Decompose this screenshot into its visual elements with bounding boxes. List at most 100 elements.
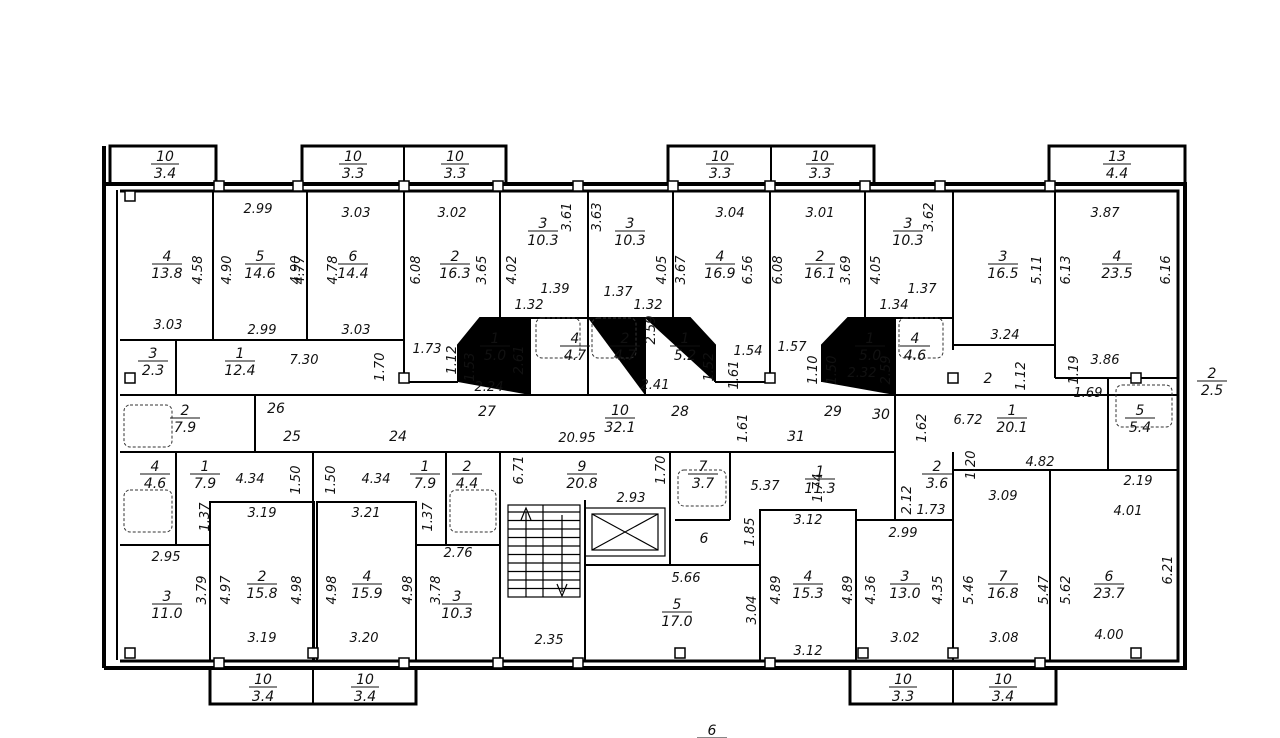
balcony-label: 103.4 (151, 149, 179, 182)
balcony-number: 10 (344, 149, 362, 165)
dimension-label: 3.21 (352, 506, 381, 521)
dimension-label: 4.97 (219, 575, 234, 605)
balcony-label: 103.4 (249, 672, 277, 705)
marker-label: 30 (872, 407, 890, 423)
dimension-label: 1.61 (727, 361, 742, 390)
room-area: 20.8 (566, 476, 597, 492)
room-number: 4 (571, 331, 580, 347)
room-area: 11.0 (151, 606, 182, 622)
room-number: 4 (804, 569, 813, 585)
column (572, 657, 584, 669)
balcony-area: 3.3 (892, 689, 914, 705)
dimension-label: 6.08 (409, 256, 424, 285)
room-area: 4.6 (144, 476, 166, 492)
column (398, 657, 410, 669)
room-area: 15.9 (351, 586, 382, 602)
room-label: 423.5 (1101, 249, 1132, 282)
marker-label: 26 (267, 401, 285, 417)
room-label: 24.7 (610, 331, 640, 364)
room-area: 16.3 (439, 266, 470, 282)
marker-label: 27 (478, 404, 496, 420)
room-area: 12.4 (224, 363, 255, 379)
dimension-label: 2.41 (641, 378, 670, 393)
column (667, 180, 679, 192)
room-label: 716.8 (987, 569, 1018, 602)
dimension-label: 3.61 (560, 203, 575, 232)
room-area: 13.8 (151, 266, 182, 282)
dimension-label: 1.32 (515, 298, 544, 313)
dimension-label: 6.16 (1159, 256, 1174, 285)
room-number: 1 (421, 459, 430, 475)
dimension-label: 1.50 (289, 466, 304, 495)
dimension-label: 3.04 (745, 596, 760, 625)
balcony-labels: 103.4103.3103.3103.3103.3134.4103.4103.4… (151, 149, 1131, 705)
dimension-label: 1.34 (880, 298, 909, 313)
room-number: 4 (1113, 249, 1122, 265)
dimension-label: 2.59 (644, 316, 659, 345)
dimension-label: 3.24 (991, 328, 1020, 343)
balcony-label: 103.3 (706, 149, 734, 182)
dimension-label: 2.99 (248, 323, 277, 338)
marker-label: 25 (283, 429, 301, 445)
room-number: 3 (626, 216, 635, 232)
room-area: 4.4 (456, 476, 478, 492)
dimension-label: 3.67 (674, 255, 689, 285)
balcony-label: 103.3 (339, 149, 367, 182)
column (764, 372, 776, 384)
room-label: 415.3 (792, 569, 823, 602)
dimension-label: 1.19 (1067, 356, 1082, 385)
room-label: 17.9 (190, 459, 220, 492)
dimension-label: 3.03 (342, 206, 371, 221)
column (947, 647, 959, 659)
dimension-label: 1.54 (734, 344, 763, 359)
room-number: 7 (699, 459, 708, 475)
room-area: 10.3 (527, 233, 558, 249)
dimension-label: 3.87 (1091, 206, 1121, 221)
marker-label: 2 (984, 371, 993, 387)
room-label: 112.4 (224, 346, 255, 379)
dimension-label: 3.79 (195, 576, 210, 605)
column (857, 647, 869, 659)
dimension-label: 2.35 (535, 633, 564, 648)
column (1034, 657, 1046, 669)
column (674, 647, 686, 659)
column (764, 180, 776, 192)
dimension-label: 3.12 (794, 513, 823, 528)
column (947, 372, 959, 384)
room-number: 6 (708, 723, 717, 738)
dimension-label: 4.90 (220, 256, 235, 285)
room-number: 4 (151, 459, 160, 475)
room-area: 5.2 (674, 348, 696, 364)
dimension-label: 2.19 (1124, 474, 1153, 489)
dimension-label: 1.69 (1074, 386, 1103, 401)
dimension-label: 6.13 (1059, 256, 1074, 285)
room-area: 2.5 (1201, 383, 1223, 399)
dimension-label: 1.57 (778, 340, 808, 355)
room-area: 4.7 (564, 348, 586, 364)
room-area: 10.3 (614, 233, 645, 249)
room-number: 1 (866, 331, 875, 347)
dimension-label: 1.62 (915, 414, 930, 443)
dimension-label: 4.78 (326, 256, 341, 285)
dimension-label: 4.35 (931, 576, 946, 605)
balcony-area: 3.3 (342, 166, 364, 182)
room-label: 517.0 (661, 597, 692, 630)
room-label: 614.4 (337, 249, 368, 282)
room-area: 32.1 (604, 420, 635, 436)
room-number: 4 (716, 249, 725, 265)
dimension-label: 2.24 (475, 380, 504, 395)
room-number: 3 (453, 589, 462, 605)
room-area: 5.4 (1129, 420, 1151, 436)
room-number: 9 (578, 459, 587, 475)
structural-columns (124, 180, 1142, 669)
dimension-label: 2.95 (152, 550, 181, 565)
room-area: 23.7 (1093, 586, 1124, 602)
room-number: 2 (621, 331, 630, 347)
room-label: 316.5 (987, 249, 1018, 282)
balcony-label: 134.4 (1103, 149, 1131, 182)
room-label: 63.7 (697, 723, 727, 738)
marker-label: 31 (787, 429, 805, 445)
dimension-label: 1.70 (654, 456, 669, 485)
